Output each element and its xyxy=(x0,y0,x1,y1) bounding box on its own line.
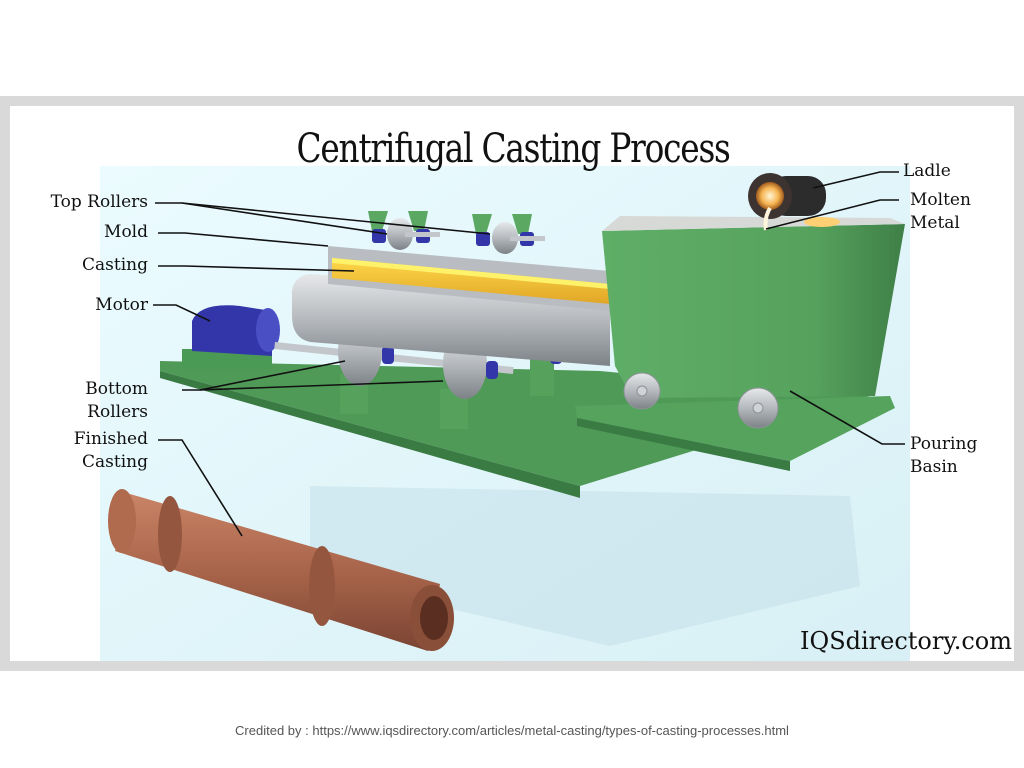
basin-base-plate xyxy=(575,396,895,461)
pouring-basin xyxy=(602,224,905,398)
molten-metal-stream xyxy=(763,206,772,231)
label-molten-metal-line-2: Metal xyxy=(910,213,960,233)
label-bottom-rollers: Bottom Rollers xyxy=(85,378,148,424)
motor-end-cap xyxy=(256,308,280,352)
label-motor: Motor xyxy=(95,295,148,315)
diagram-panel: Centrifugal Casting Process Top Rollers … xyxy=(10,106,1014,661)
casting-highlight xyxy=(332,258,610,289)
label-pouring-basin-line-2: Basin xyxy=(910,457,958,477)
label-finished-casting: Finished Casting xyxy=(74,428,148,474)
label-bottom-rollers-line-1: Bottom xyxy=(85,379,148,399)
image-credit: Credited by : https://www.iqsdirectory.c… xyxy=(235,723,789,738)
label-finished-casting-line-2: Casting xyxy=(82,452,148,472)
label-finished-casting-line-1: Finished xyxy=(73,429,148,449)
image-frame: Centrifugal Casting Process Top Rollers … xyxy=(0,96,1024,671)
label-pouring-basin-line-1: Pouring xyxy=(910,434,978,454)
label-pouring-basin: Pouring Basin xyxy=(910,433,977,479)
label-casting: Casting xyxy=(82,255,148,275)
label-top-rollers: Top Rollers xyxy=(50,192,148,212)
diagram-title: Centrifugal Casting Process xyxy=(296,126,730,172)
ladle xyxy=(748,173,826,219)
leader-lines xyxy=(153,171,905,537)
label-bottom-rollers-line-2: Rollers xyxy=(87,402,148,422)
label-ladle: Ladle xyxy=(903,161,951,181)
centrifugal-casting-illustration xyxy=(100,166,910,661)
motor-body xyxy=(192,305,272,356)
top-rollers xyxy=(368,211,545,254)
label-molten-metal-line-1: Molten xyxy=(910,190,971,210)
finished-casting xyxy=(108,489,454,651)
label-mold: Mold xyxy=(104,222,148,242)
machine-base-plate-edge xyxy=(160,371,580,498)
basin-molten-glow xyxy=(804,217,840,227)
brand-watermark: IQSdirectory.com xyxy=(800,627,1012,655)
basin-base-plate-edge xyxy=(577,418,790,471)
label-molten-metal: Molten Metal xyxy=(910,189,971,235)
